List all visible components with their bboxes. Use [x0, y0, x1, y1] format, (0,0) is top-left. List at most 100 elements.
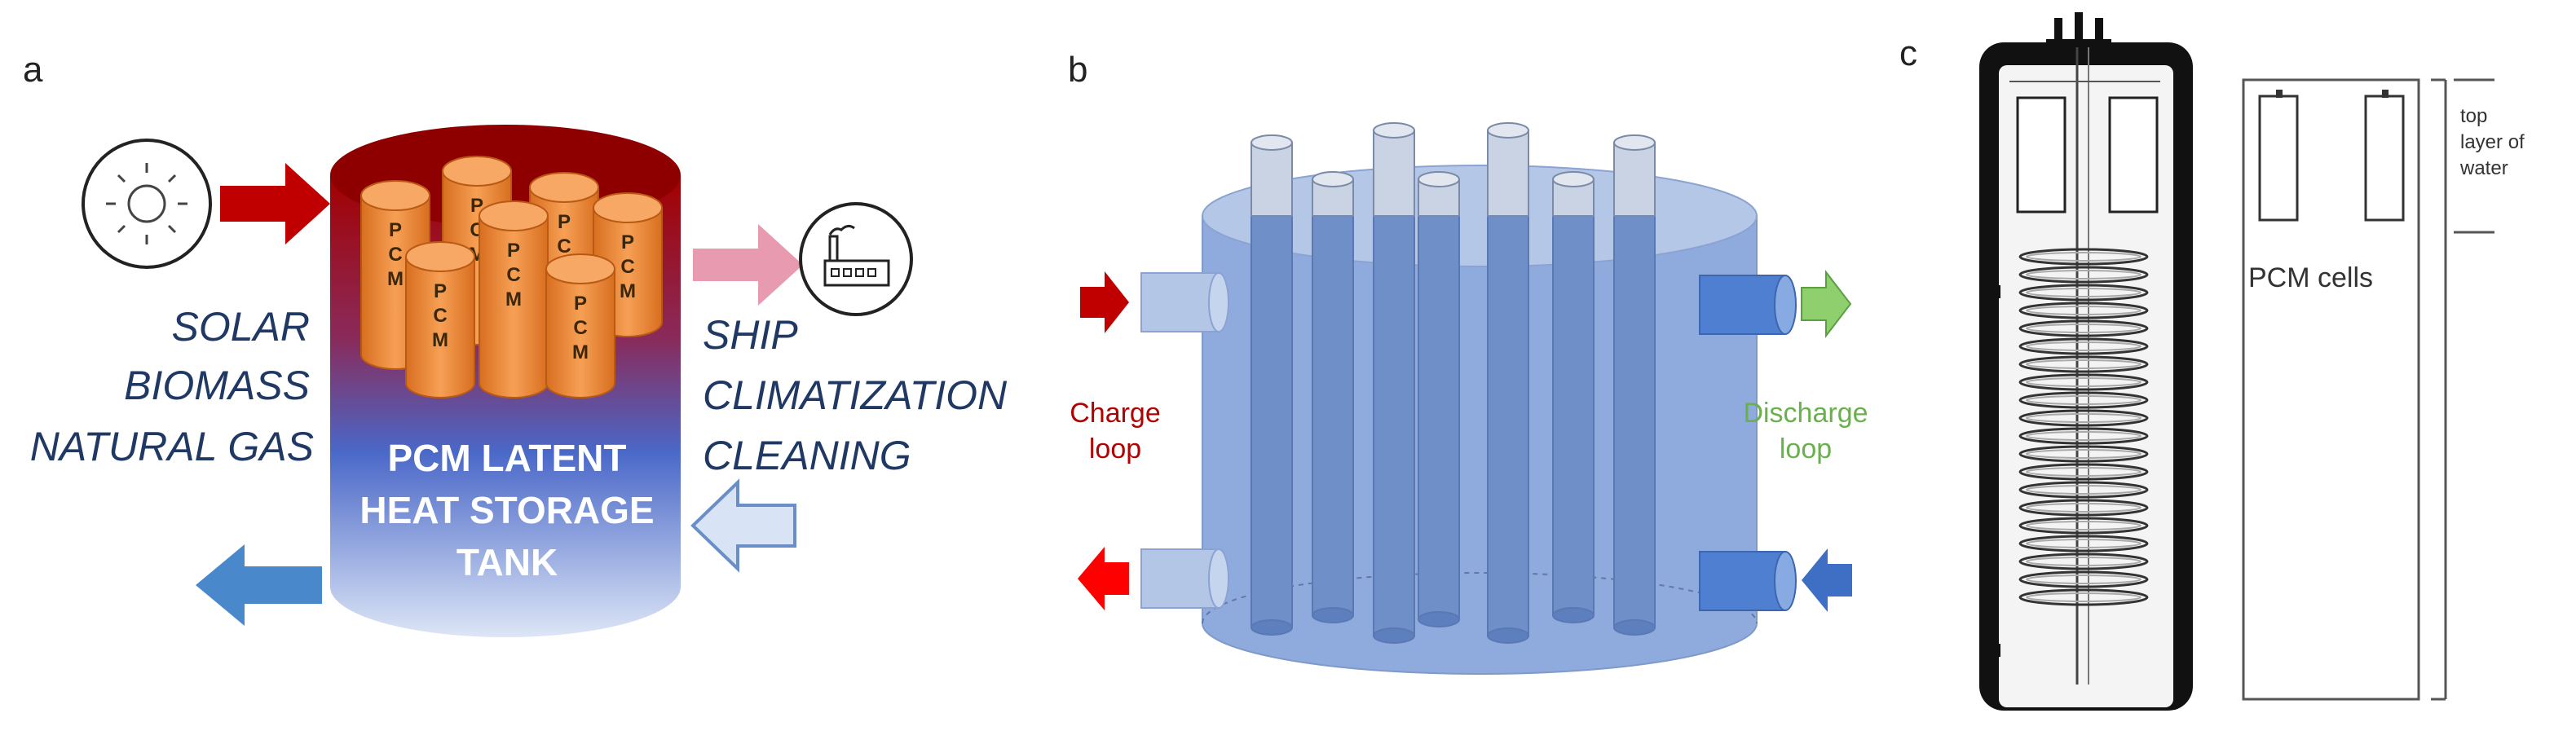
coil-turn: [2018, 337, 2149, 355]
coil-turn: [2018, 266, 2149, 284]
coil-turn: [2018, 535, 2149, 552]
use-ship: SHIP: [703, 312, 798, 358]
pcm-letter: P: [434, 280, 447, 302]
pcm-cylinders: PCMPCMPCMPCMPCMPCMPCM: [360, 156, 663, 398]
coil-turn-inner: [2026, 431, 2142, 441]
coil-turn: [2018, 427, 2149, 445]
pcm-letter: C: [433, 305, 447, 327]
pcm-cylinder: PCM: [479, 200, 549, 398]
coil-turn-inner: [2026, 288, 2142, 297]
heat-output-arrow: [693, 224, 803, 306]
pcm-letter: P: [389, 219, 402, 241]
pcm-letter: C: [573, 317, 587, 339]
coil-turn-inner: [2026, 592, 2142, 602]
charge-loop-label-2: loop: [1089, 434, 1141, 464]
pcm-tube: [1552, 171, 1595, 623]
discharge-out-arrow: [1801, 270, 1852, 338]
coil-turn-inner: [2026, 503, 2142, 513]
pcm-letter: M: [505, 288, 522, 310]
coil-turn-inner: [2026, 449, 2142, 459]
coil-turn: [2018, 481, 2149, 499]
pcm-tube: [1373, 122, 1415, 644]
discharge-loop-label-2: loop: [1780, 434, 1832, 464]
discharge-loop-label-1: Discharge: [1743, 398, 1868, 429]
charge-out-arrow: [1078, 547, 1129, 610]
panel-c: c: [1899, 12, 2525, 711]
pcm-tube: [1251, 134, 1293, 636]
pcm-letter: M: [432, 329, 448, 351]
coil-turn: [2018, 355, 2149, 373]
coil-turn: [2018, 391, 2149, 409]
pcm-letter: P: [507, 240, 520, 262]
source-natural-gas: NATURAL GAS: [30, 424, 314, 469]
pcm-tube: [1613, 134, 1656, 636]
charge-loop-label-1: Charge: [1070, 398, 1161, 429]
pcm-tubes: [1251, 122, 1656, 644]
charge-in-arrow: [1080, 271, 1129, 333]
coil-turn-inner: [2026, 341, 2142, 351]
tank-label-line-1: PCM LATENT: [387, 437, 626, 479]
pcm-letter: C: [557, 236, 571, 258]
source-biomass: BIOMASS: [124, 363, 310, 408]
pcm-letter: M: [620, 280, 636, 302]
water-tank-schematic: [1979, 12, 2193, 711]
pcm-cells-outline: [2242, 78, 2420, 701]
pcm-cylinder: PCM: [545, 253, 615, 398]
coil-turn: [2018, 570, 2149, 588]
top-layer-label-3: water: [2459, 157, 2508, 179]
top-layer-label-2: layer of: [2460, 131, 2525, 153]
coil-turn: [2018, 463, 2149, 481]
coil-turn-inner: [2026, 377, 2142, 387]
coil-turn-inner: [2026, 252, 2142, 262]
coil-turn-inner: [2026, 521, 2142, 530]
pcm-cells-label: PCM cells: [2248, 262, 2373, 293]
coil-turn: [2018, 373, 2149, 391]
layer-brackets: [2431, 78, 2494, 701]
coil-turn-inner: [2026, 485, 2142, 495]
pcm-tube: [1487, 122, 1529, 644]
discharge-inlet-nozzle: [1699, 551, 1797, 611]
coil-turn: [2018, 319, 2149, 337]
panel-a: a SOLAR BIOMASS NATURAL GAS: [23, 50, 1008, 637]
coil-turn: [2018, 499, 2149, 517]
discharge-in-arrow: [1802, 548, 1852, 612]
pcm-letter: M: [572, 341, 589, 363]
top-layer-label-1: top: [2460, 105, 2487, 127]
pcm-tube: [1418, 171, 1460, 627]
pcm-letter: P: [574, 293, 587, 315]
coil-turn: [2018, 302, 2149, 319]
coil-turn-inner: [2026, 557, 2142, 566]
discharge-outlet-nozzle: [1699, 275, 1797, 335]
coil-turn: [2018, 445, 2149, 463]
panel-b: b Charge l: [1068, 50, 1868, 675]
coil-turn-inner: [2026, 270, 2142, 280]
pcm-cylinder: PCM: [405, 241, 475, 398]
charge-outlet-nozzle: [1140, 548, 1229, 609]
coil-turn-inner: [2026, 539, 2142, 548]
pcm-letter: C: [388, 244, 402, 266]
charge-inlet-nozzle: [1140, 272, 1229, 332]
heat-input-arrow: [220, 163, 330, 244]
panel-b-letter: b: [1068, 50, 1087, 90]
tank-label-line-3: TANK: [457, 541, 558, 583]
sun-icon: [82, 139, 212, 269]
pcm-letter: C: [506, 264, 520, 286]
heat-exchanger-coil: [2018, 248, 2149, 606]
source-solar: SOLAR: [171, 304, 310, 350]
pcm-letter: P: [558, 211, 571, 233]
cold-outlet-arrow: [196, 544, 322, 626]
pcm-letter: P: [621, 231, 634, 253]
coil-turn: [2018, 409, 2149, 427]
coil-turn-inner: [2026, 575, 2142, 584]
coil-turn: [2018, 248, 2149, 266]
panel-c-letter: c: [1899, 33, 1917, 73]
pcm-letter: M: [387, 268, 404, 290]
coil-turn-inner: [2026, 359, 2142, 369]
coil-turn: [2018, 588, 2149, 606]
panel-a-letter: a: [23, 50, 43, 90]
coil-turn-inner: [2026, 413, 2142, 423]
coil-turn-inner: [2026, 324, 2142, 333]
coil-turn: [2018, 517, 2149, 535]
pcm-tube: [1312, 171, 1354, 623]
